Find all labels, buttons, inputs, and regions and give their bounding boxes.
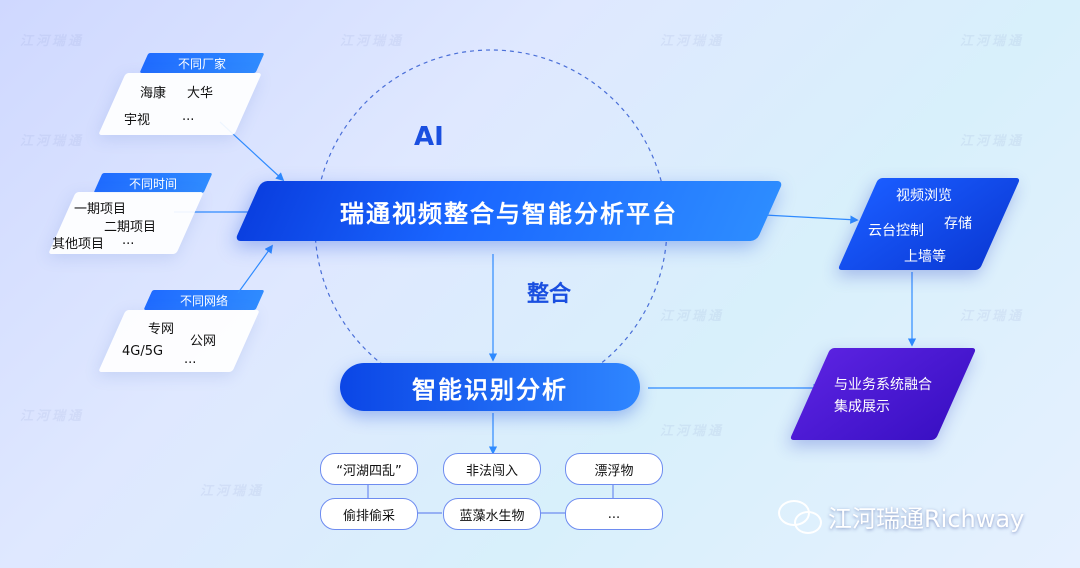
output-line: 与业务系统融合 [834,377,932,393]
source-item: 专网 [148,322,175,337]
ai-label: AI [414,122,444,152]
output-card-functions: 视频浏览 存储 云台控制 上墙等 [858,178,1000,270]
source-card-times: 不同时间 一期项目 二期项目 其他项目 ... [48,177,204,254]
watermark: 江河瑞通 [960,309,1025,324]
integrate-label: 整合 [527,282,572,307]
scenario-pill: 偷排偷采 [320,498,418,530]
platform-banner: 瑞通视频整合与智能分析平台 [248,181,770,241]
arrow-networks [237,244,273,294]
watermark: 江河瑞通 [660,309,725,324]
output-card-integration: 与业务系统融合 集成展示 [810,348,956,440]
brand: 江河瑞通Richway [778,499,1024,534]
output-item: 云台控制 [868,223,924,239]
brand-name: 江河瑞通Richway [828,505,1025,533]
watermark: 江河瑞通 [20,34,85,49]
source-tag-vendors: 不同厂家 [144,53,260,73]
watermark: 江河瑞通 [20,134,85,149]
scenario-pill: 漂浮物 [565,453,663,485]
watermark: 江河瑞通 [660,34,725,49]
platform-title: 瑞通视频整合与智能分析平台 [340,199,678,228]
scenario-pill: “河湖四乱” [320,453,418,485]
output-item: 上墙等 [904,249,946,265]
watermark: 江河瑞通 [660,424,725,439]
source-tag-networks: 不同网络 [148,290,260,310]
scenario-pill: 非法闯入 [443,453,541,485]
source-card-vendors: 不同厂家 海康 大华 宇视 ... [98,57,262,135]
source-tag-times: 不同时间 [98,173,208,193]
source-item: ... [122,233,135,248]
source-item: 宇视 [124,113,151,128]
source-item: 大华 [187,86,214,101]
source-item: 其他项目 [52,237,105,252]
output-item: 存储 [944,216,972,232]
watermark: 江河瑞通 [20,409,85,424]
source-item: 二期项目 [104,220,157,235]
watermark: 江河瑞通 [960,34,1025,49]
source-item: 海康 [140,86,167,101]
watermark: 江河瑞通 [340,34,405,49]
scenario-pill: ... [565,498,663,530]
scenario-pill: 蓝藻水生物 [443,498,541,530]
source-item: ... [182,109,195,124]
watermark: 江河瑞通 [960,134,1025,149]
wechat-icon [778,499,822,534]
source-item: 公网 [190,334,217,349]
source-item: 4G/5G [122,344,164,359]
source-item: ... [184,352,197,367]
output-line: 集成展示 [834,399,890,415]
source-card-networks: 不同网络 专网 公网 4G/5G ... [98,294,260,372]
output-item: 视频浏览 [896,188,952,204]
watermark: 江河瑞通 [200,484,265,499]
source-item: 一期项目 [74,202,127,217]
analysis-pill: 智能识别分析 [340,363,640,411]
